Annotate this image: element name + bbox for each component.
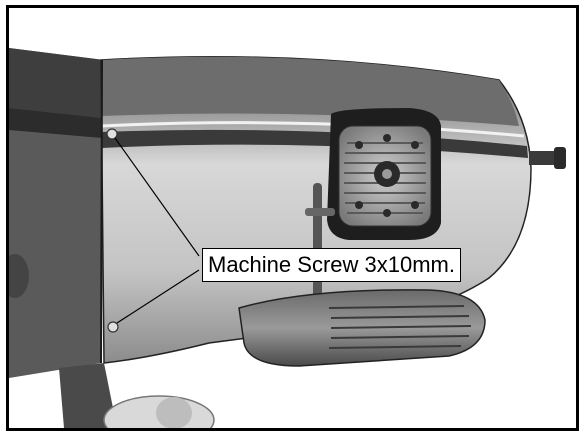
choke-rod — [313, 183, 322, 311]
cowl-seam — [100, 59, 103, 364]
machine-screw-callout: Machine Screw 3x10mm. — [202, 248, 461, 282]
cowl-highlight — [101, 121, 525, 138]
leader-line-lower — [116, 269, 200, 324]
head-bolts — [355, 134, 419, 217]
fuselage-stripe — [9, 108, 102, 138]
photo-frame: Machine Screw 3x10mm. — [6, 5, 579, 431]
muffler-fins — [328, 305, 472, 349]
machine-screw-upper — [106, 128, 118, 140]
leader-line-upper — [114, 137, 200, 257]
fuselage-top — [9, 48, 104, 118]
landing-gear — [59, 363, 117, 428]
prop-shaft — [529, 151, 559, 165]
wheel-pant — [9, 254, 29, 298]
machine-screw-lower — [107, 321, 119, 333]
cowl-stripe — [102, 129, 528, 158]
rc-airplane-cowl-photo — [9, 8, 576, 428]
